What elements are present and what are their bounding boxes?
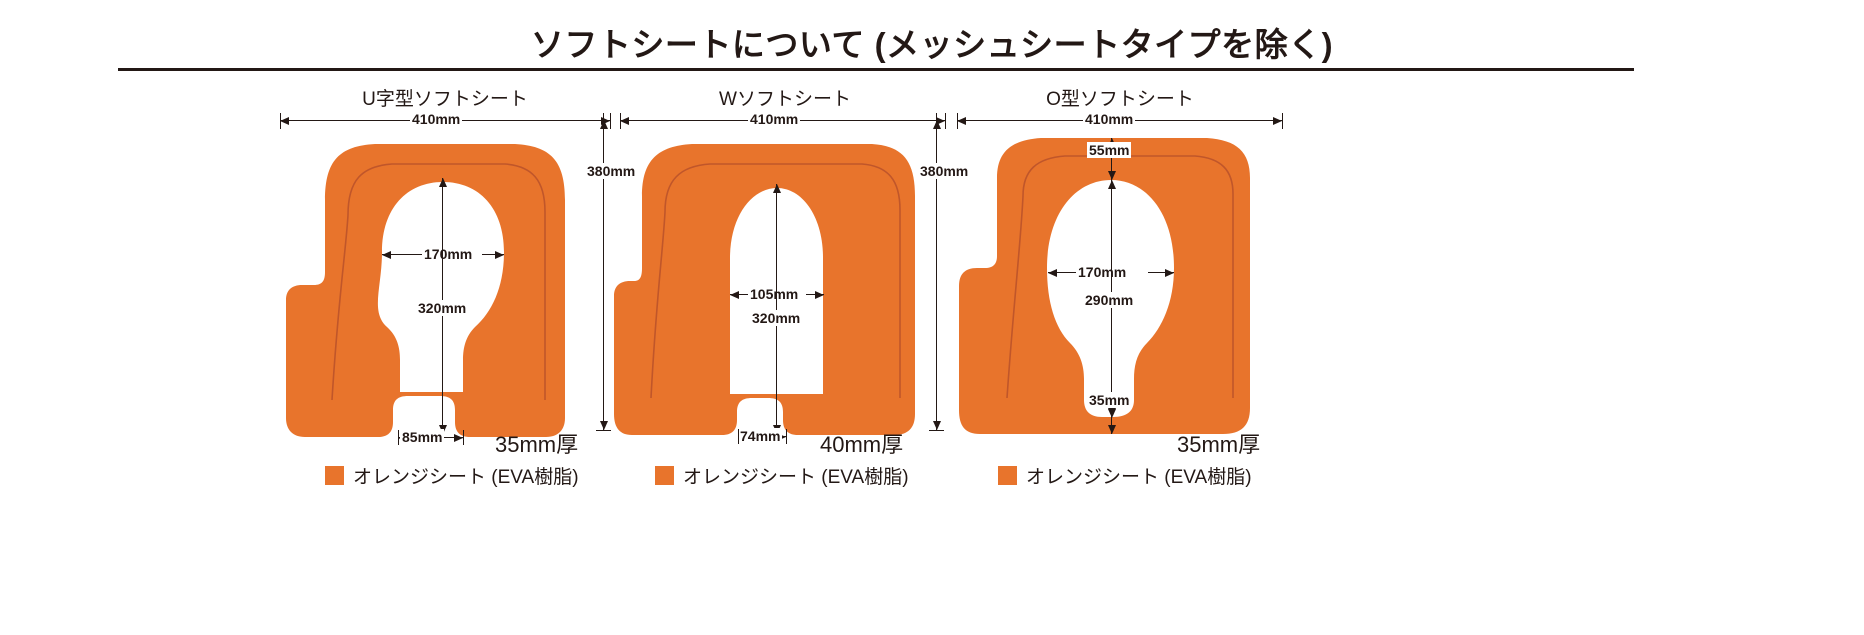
u-gap-right-tick [463, 430, 464, 445]
w-thickness-label: 40mm厚 [820, 432, 904, 457]
u-outer-width-label: 410mm [410, 111, 463, 127]
u-outer-height-label: 380mm [585, 163, 638, 179]
o-inner-height-label: 290mm [1083, 292, 1136, 308]
orange-sheet-swatch-icon [998, 466, 1017, 485]
w-bottom-gap-label: 74mm [738, 428, 783, 444]
page-title: ソフトシートについて (メッシュシートタイプを除く) [530, 26, 1334, 63]
w-inner-width-dim-right [806, 290, 824, 299]
o-outer-width-label: 410mm [1083, 111, 1136, 127]
w-legend-label: オレンジシート (EVA樹脂) [683, 467, 909, 488]
panel-u-type: U字型ソフトシート 410mm 170mm 320mm 85mm 35mm厚 [270, 0, 620, 635]
o-legend-label: オレンジシート (EVA樹脂) [1026, 467, 1252, 488]
o-thickness-label: 35mm厚 [1177, 432, 1261, 457]
w-outer-width-label: 410mm [748, 111, 801, 127]
w-outer-height-label: 380mm [918, 163, 971, 179]
panel-o-type: O型ソフトシート 410mm 55mm 170mm 290mm 35mm 35m… [945, 0, 1295, 635]
o-legend: オレンジシート (EVA樹脂) [998, 462, 1252, 489]
u-type-seat-shape [286, 144, 565, 437]
o-top-offset-label: 55mm [1087, 142, 1132, 158]
u-inner-width-dim [382, 250, 424, 259]
w-right-extension [945, 113, 946, 129]
u-inner-width-label: 170mm [422, 246, 475, 262]
u-inner-width-dim-right [482, 250, 504, 259]
o-right-extension [1282, 113, 1283, 129]
o-inner-width-label: 170mm [1076, 264, 1129, 280]
u-legend-label: オレンジシート (EVA樹脂) [353, 467, 579, 488]
u-inner-height-label: 320mm [416, 300, 469, 316]
panel-o-type-title: O型ソフトシート [1046, 89, 1194, 110]
u-legend: オレンジシート (EVA樹脂) [325, 462, 579, 489]
w-height-bottom-ext [929, 430, 944, 431]
u-thickness-label: 35mm厚 [495, 432, 579, 457]
o-inner-width-dim-right [1148, 268, 1174, 277]
u-right-extension [610, 113, 611, 129]
o-type-seat-shape [959, 138, 1250, 434]
panel-w-type-title: Wソフトシート [719, 89, 851, 110]
o-left-extension [957, 113, 958, 129]
w-outer-height-dim [932, 120, 941, 430]
u-left-extension [280, 113, 281, 129]
orange-sheet-swatch-icon [655, 466, 674, 485]
panel-u-type-title: U字型ソフトシート [362, 89, 528, 110]
w-left-extension [620, 113, 621, 129]
u-outer-height-dim [599, 120, 608, 430]
o-inner-width-dim [1048, 268, 1078, 277]
w-inner-height-dim [772, 184, 781, 434]
u-bottom-gap-label: 85mm [400, 429, 445, 445]
w-inner-width-dim [730, 290, 750, 299]
w-legend: オレンジシート (EVA樹脂) [655, 462, 909, 489]
orange-sheet-swatch-icon [325, 466, 344, 485]
u-height-bottom-ext [596, 430, 611, 431]
w-inner-width-label: 105mm [748, 286, 801, 302]
o-bottom-offset-label: 35mm [1087, 392, 1132, 408]
panel-w-type: Wソフトシート 410mm 105mm 320mm 74mm 40mm厚 オレン… [610, 0, 960, 635]
w-gap-right-tick [786, 429, 787, 444]
u-gap-left-tick [398, 430, 399, 445]
w-inner-height-label: 320mm [750, 310, 803, 326]
title-divider [118, 68, 1634, 71]
w-gap-left-tick [738, 429, 739, 444]
